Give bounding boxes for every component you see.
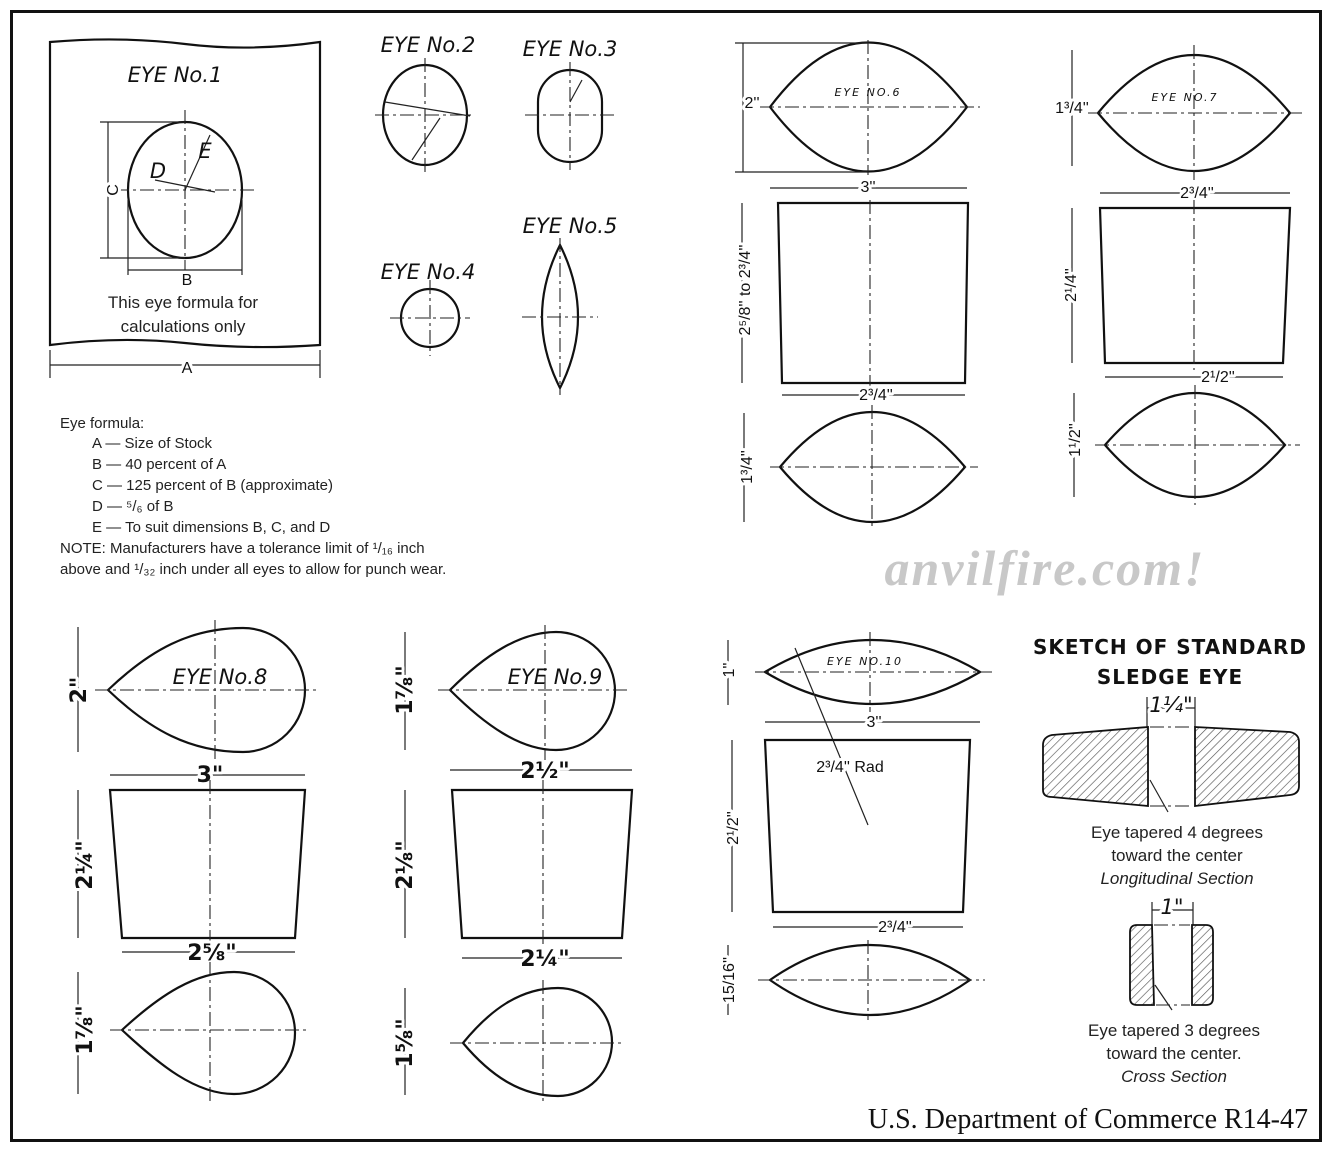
eye-formula: Eye formula: A — Size of Stock B — 40 pe… xyxy=(60,415,446,578)
eye-3-title: EYE No.3 xyxy=(523,37,618,61)
eye-6-diagram: 2'' EYE NO.6 3'' 2⁵/8'' to 2³/4'' 2³/4''… xyxy=(734,40,980,530)
label-d: D xyxy=(150,159,166,183)
eye-8-depth: 2¼" xyxy=(73,840,98,890)
eye-10-width: 3'' xyxy=(866,714,881,731)
eye-6-title: EYE NO.6 xyxy=(834,86,901,99)
eye-6-depth: 2⁵/8'' to 2³/4'' xyxy=(737,245,754,336)
eye-7-depth: 2¹/4'' xyxy=(1063,268,1080,302)
eye-7-width: 2³/4'' xyxy=(1180,185,1214,202)
watermark: anvilfire.com! xyxy=(884,540,1205,596)
eye-5-title: EYE No.5 xyxy=(523,214,618,238)
formula-line: D — ⁵/₆ of B xyxy=(92,498,173,515)
eye-4-diagram: EYE No.4 xyxy=(381,260,476,356)
eye-9-bottom-width: 2¼" xyxy=(520,947,570,972)
eye-4-title: EYE No.4 xyxy=(381,260,476,284)
eye-7-bottom-width: 2¹/2'' xyxy=(1201,369,1235,386)
eye-8-height: 2" xyxy=(67,677,92,704)
eye-7-diagram: 1³/4'' EYE NO.7 2³/4'' 2¹/4'' 2¹/2'' 1¹/… xyxy=(1052,45,1305,505)
eye-10-depth: 2¹/2'' xyxy=(725,811,742,845)
label-e: E xyxy=(198,139,212,163)
eye-10-diagram: 1'' EYE NO.10 3'' 2³/4'' Rad 2¹/2'' 2³/4… xyxy=(718,632,992,1020)
eye-6-end-height: 1³/4'' xyxy=(739,450,756,484)
sledge-eye-sketch: SKETCH OF STANDARD SLEDGE EYE 1¼" Eye ta… xyxy=(1033,635,1307,1086)
eye-6-bottom-width: 2³/4'' xyxy=(859,387,893,404)
formula-line: A — Size of Stock xyxy=(92,435,213,452)
eye-9-height: 1⅞" xyxy=(393,665,418,715)
long-caption-2: toward the center xyxy=(1111,846,1243,865)
cross-caption-2: toward the center. xyxy=(1106,1044,1241,1063)
eye-9-depth: 2⅛" xyxy=(393,840,418,890)
eye-7-end-height: 1¹/2'' xyxy=(1067,423,1084,457)
source-footer: U.S. Department of Commerce R14-47 xyxy=(868,1104,1308,1135)
eye-1-note-1: This eye formula for xyxy=(108,293,259,312)
eye-8-end-height: 1⅞" xyxy=(73,1005,98,1055)
sledge-cross-dim: 1" xyxy=(1160,895,1183,919)
formula-line: C — 125 percent of B (approximate) xyxy=(92,477,333,494)
formula-line: E — To suit dimensions B, C, and D xyxy=(92,519,330,536)
eye-6-width: 3'' xyxy=(860,179,875,196)
eye-9-width: 2½" xyxy=(520,759,570,784)
eye-7-title: EYE NO.7 xyxy=(1151,91,1218,104)
eye-1-note-2: calculations only xyxy=(121,317,246,336)
eye-1-title: EYE No.1 xyxy=(128,63,223,87)
eye-2-title: EYE No.2 xyxy=(381,33,476,57)
eye-8-bottom-width: 2⅝" xyxy=(187,941,237,966)
eye-2-diagram: EYE No.2 xyxy=(375,33,475,172)
eye-1-diagram: EYE No.1 C D E B This eye formula for ca… xyxy=(48,38,322,380)
eye-10-end-height: 15/16'' xyxy=(721,957,738,1003)
eye-3-diagram: EYE No.3 xyxy=(523,37,618,170)
eye-6-height: 2'' xyxy=(744,95,759,112)
label-c: C xyxy=(105,184,122,196)
label-a: A xyxy=(182,360,193,377)
eye-8-diagram: 2" EYE No.8 3" 2¼" 2⅝" 1⅞" xyxy=(64,620,320,1102)
eye-7-height: 1³/4'' xyxy=(1055,100,1089,117)
eye-5-diagram: EYE No.5 xyxy=(522,214,617,395)
formula-note-2: above and ¹/₃₂ inch under all eyes to al… xyxy=(60,561,446,578)
long-caption-1: Eye tapered 4 degrees xyxy=(1091,823,1263,842)
sledge-long-dim: 1¼" xyxy=(1149,693,1192,717)
eye-10-height: 1'' xyxy=(721,662,738,677)
cross-caption-1: Eye tapered 3 degrees xyxy=(1088,1021,1260,1040)
eye-10-bottom-width: 2³/4'' xyxy=(878,919,912,936)
label-b: B xyxy=(182,272,193,289)
eye-9-diagram: 1⅞" EYE No.9 2½" 2⅛" 2¼" 1⅝" xyxy=(390,625,634,1105)
page-border xyxy=(10,10,1322,1142)
eye-10-title: EYE NO.10 xyxy=(827,655,903,668)
eye-9-title: EYE No.9 xyxy=(508,665,603,689)
eye-8-title: EYE No.8 xyxy=(173,665,268,689)
eye-10-radius: 2³/4'' Rad xyxy=(816,759,883,776)
formula-note-1: NOTE: Manufacturers have a tolerance lim… xyxy=(60,540,425,557)
formula-line: B — 40 percent of A xyxy=(92,456,226,473)
sledge-title-1: SKETCH OF STANDARD xyxy=(1033,635,1307,659)
eye-9-end-height: 1⅝" xyxy=(393,1018,418,1068)
sledge-title-2: SLEDGE EYE xyxy=(1097,665,1243,689)
cross-caption-3: Cross Section xyxy=(1121,1067,1227,1086)
long-caption-3: Longitudinal Section xyxy=(1100,869,1253,888)
formula-heading: Eye formula: xyxy=(60,415,144,432)
